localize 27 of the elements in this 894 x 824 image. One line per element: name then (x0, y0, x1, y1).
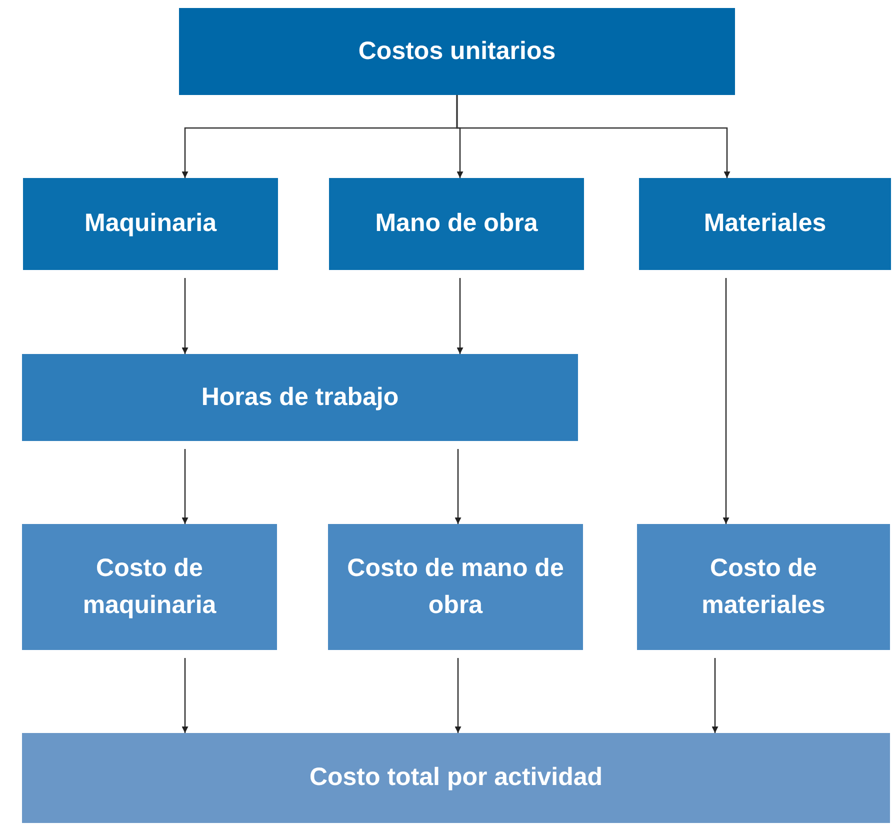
box-label: Costo total por actividad (309, 762, 603, 794)
arrow (456, 278, 464, 354)
box-label: Maquinaria (84, 208, 216, 240)
arrow (454, 449, 462, 524)
arrow (182, 278, 188, 354)
box-label: Mano de obra (375, 208, 538, 240)
arrow (454, 658, 462, 733)
arrow (182, 449, 188, 524)
arrow (722, 278, 730, 524)
arrow (182, 658, 188, 733)
process-box (329, 178, 584, 270)
box-label: Horas de trabajo (201, 382, 399, 413)
process-box (22, 354, 578, 441)
process-box (22, 733, 890, 823)
process-box (23, 178, 278, 270)
process-box (179, 8, 735, 95)
process-box (328, 524, 583, 650)
process-box (22, 524, 277, 650)
box-label: Costo de maquinaria (82, 552, 218, 621)
process-box (637, 524, 890, 650)
box-label: Costos unitarios (358, 36, 556, 67)
box-label: Costo de materiales (700, 552, 826, 621)
arrow (456, 95, 730, 178)
process-box (639, 178, 891, 270)
box-label: Materiales (704, 208, 826, 240)
arrow (712, 658, 718, 733)
box-label: Costo de mano de obra (346, 552, 565, 621)
